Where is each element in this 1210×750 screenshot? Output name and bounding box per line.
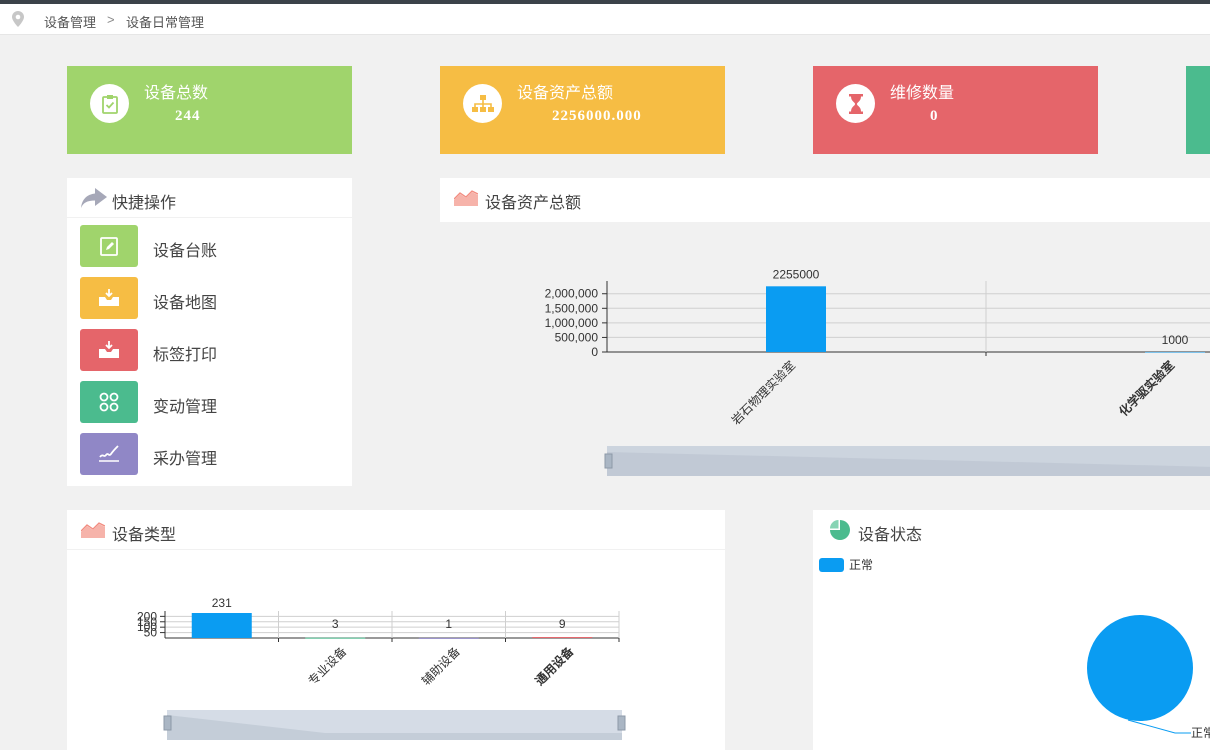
sitemap-icon xyxy=(463,84,502,123)
command-icon xyxy=(99,392,119,412)
x-tick-label: 岩石物理实验室 xyxy=(728,358,798,428)
bar-value-label: 2255000 xyxy=(773,267,820,281)
pie-chart-icon xyxy=(830,520,850,540)
bar xyxy=(766,286,826,352)
stat-value: 2256000.000 xyxy=(552,108,642,124)
zoom-slider-preview xyxy=(607,452,1210,476)
panel-header: 设备状态 xyxy=(813,510,1210,550)
bar-value-label: 1000 xyxy=(1162,333,1189,347)
quick-action-label-print-button[interactable] xyxy=(80,329,138,371)
inbox-download-icon xyxy=(99,341,119,358)
stat-label: 设备资产总额 xyxy=(517,85,614,102)
area-chart-icon xyxy=(81,522,105,538)
x-tick-label: 专业设备 xyxy=(305,644,350,689)
quick-action-change-button[interactable] xyxy=(80,381,138,423)
stat-label: 维修数量 xyxy=(890,85,955,102)
x-tick-label: 辅助设备 xyxy=(419,644,463,688)
legend-swatch xyxy=(819,558,844,572)
clipboard-check-icon xyxy=(90,84,129,123)
hourglass-icon xyxy=(836,84,875,123)
pie-label-line xyxy=(1127,719,1191,734)
stat-card-asset-total: 设备资产总额 2256000.000 xyxy=(440,66,725,154)
quick-action-map-button[interactable] xyxy=(80,277,138,319)
zoom-slider-preview xyxy=(167,715,622,740)
stat-value: 0 xyxy=(930,108,939,124)
y-tick-label: 1,500,000 xyxy=(545,301,599,315)
zoom-slider-handle-left xyxy=(163,715,172,731)
bar-value-label: 9 xyxy=(559,617,566,631)
y-tick-label: 0 xyxy=(591,345,598,359)
quick-action-label[interactable]: 标签打印 xyxy=(153,347,218,364)
y-tick-label: 100 xyxy=(137,620,157,634)
quick-action-label[interactable]: 采办管理 xyxy=(153,451,218,468)
panel-title: 快捷操作 xyxy=(112,195,177,212)
quick-actions-panel: 快捷操作 设备台账 设备地图 标签打印 变动管理 采办管理 xyxy=(67,178,352,486)
bar xyxy=(191,613,252,638)
asset-chart-header: 设备资产总额 xyxy=(440,178,1210,222)
y-tick-label: 150 xyxy=(137,615,157,629)
stat-card-repair-count: 维修数量 0 xyxy=(813,66,1098,154)
breadcrumb-separator: > xyxy=(107,12,115,27)
bar-value-label: 3 xyxy=(332,617,339,631)
stat-card-total-devices: 设备总数 244 xyxy=(67,66,352,154)
bar xyxy=(1145,351,1205,353)
location-pin-icon xyxy=(12,11,24,27)
bar-value-label: 231 xyxy=(212,596,232,610)
zoom-slider-handle-right xyxy=(617,715,626,731)
quick-action-label[interactable]: 设备地图 xyxy=(153,295,218,312)
bar xyxy=(305,637,366,639)
y-tick-label: 2,000,000 xyxy=(545,287,599,301)
legend-label: 正常 xyxy=(849,558,873,572)
panel-title: 设备类型 xyxy=(112,527,177,544)
y-tick-label: 50 xyxy=(144,626,158,640)
quick-action-label[interactable]: 变动管理 xyxy=(153,399,218,416)
quick-action-label[interactable]: 设备台账 xyxy=(153,243,218,260)
quick-action-procurement-button[interactable] xyxy=(80,433,138,475)
share-arrow-icon xyxy=(81,188,107,208)
signature-icon xyxy=(99,445,119,462)
stat-value: 244 xyxy=(175,108,201,124)
panel-title: 设备资产总额 xyxy=(485,195,582,212)
breadcrumb: 设备管理 > 设备日常管理 xyxy=(0,4,1210,35)
y-tick-label: 500,000 xyxy=(555,330,599,344)
inbox-download-icon xyxy=(99,289,119,306)
quick-action-ledger-button[interactable] xyxy=(80,225,138,267)
stat-label: 设备总数 xyxy=(144,85,209,102)
breadcrumb-item-device-management[interactable]: 设备管理 xyxy=(44,15,97,30)
edit-icon xyxy=(100,237,118,256)
pie-slice-label: 正常 xyxy=(1191,726,1210,740)
pie-slice xyxy=(1087,615,1193,721)
breadcrumb-item-daily-management: 设备日常管理 xyxy=(126,15,205,30)
area-chart-icon xyxy=(454,190,478,206)
stat-card-partial xyxy=(1186,66,1210,154)
x-tick-label: 化学驱实验室 xyxy=(1116,358,1178,420)
panel-header: 设备资产总额 xyxy=(440,178,1210,218)
panel-title: 设备状态 xyxy=(858,527,923,544)
top-bar xyxy=(0,0,1210,4)
y-tick-label: 1,000,000 xyxy=(545,316,599,330)
bar xyxy=(418,637,479,639)
panel-header: 快捷操作 xyxy=(67,178,352,218)
bar-value-label: 1 xyxy=(445,617,452,631)
panel-header: 设备类型 xyxy=(67,510,725,550)
x-tick-label: 通用设备 xyxy=(532,643,577,688)
zoom-slider-handle xyxy=(604,453,613,469)
y-tick-label: 200 xyxy=(137,609,157,623)
device-status-panel: 设备状态 正常正常 xyxy=(813,510,1210,750)
bar xyxy=(532,637,593,639)
